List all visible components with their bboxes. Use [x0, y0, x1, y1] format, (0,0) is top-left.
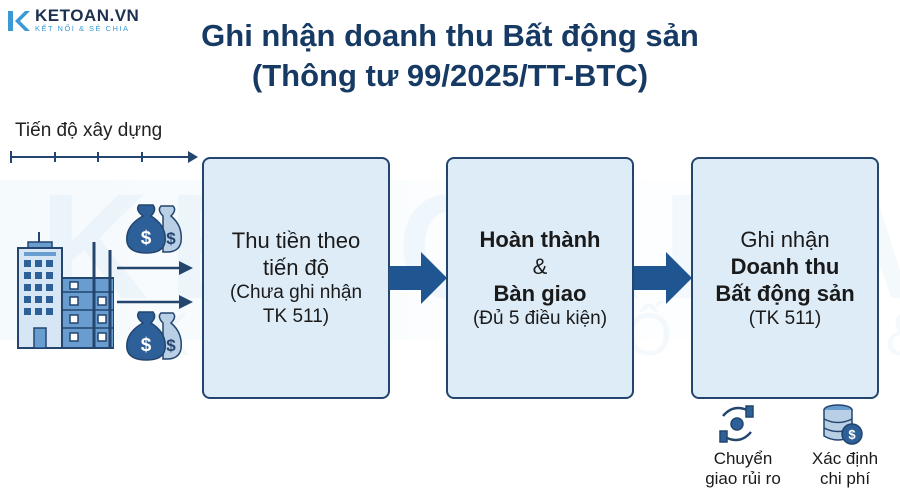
step-2-ampersand: &: [532, 253, 548, 279]
svg-text:$: $: [141, 335, 152, 356]
logo-tagline: KẾT NỐI & SẺ CHIA: [35, 24, 130, 33]
risk-transfer-label: Chuyển giao rủi ro: [698, 449, 788, 489]
database-coin-icon: $: [823, 404, 863, 445]
logo-name: KETOAN.VN: [35, 6, 140, 25]
risk-transfer-label-2: giao rủi ro: [705, 469, 781, 488]
money-bag-icon: $ $: [126, 311, 183, 361]
money-bag-icon: $ $: [126, 204, 183, 254]
title-line-1: Ghi nhận doanh thu Bất động sản: [201, 18, 699, 53]
svg-text:$: $: [166, 336, 176, 355]
step-box-complete-handover: Hoàn thành & Bàn giao (Đủ 5 điều kiện): [446, 157, 634, 399]
svg-text:$: $: [141, 228, 152, 249]
step-1-line-2: tiến độ: [262, 255, 330, 280]
step-2-title-2: Bàn giao: [493, 280, 587, 306]
arrow-right-icon: [117, 295, 193, 309]
step-2-note: (Đủ 5 điều kiện): [472, 307, 608, 329]
cost-determination-label-1: Xác định: [811, 449, 879, 468]
title-line-2: (Thông tư 99/2025/TT-BTC): [251, 58, 649, 93]
step-1-note-1: (Chưa ghi nhận: [229, 282, 363, 303]
svg-text:$: $: [166, 229, 176, 248]
step-3-line-1: Ghi nhận: [740, 226, 830, 252]
step-3-title-2: Bất động sản: [715, 280, 855, 306]
step-box-recognize-revenue: Ghi nhận Doanh thu Bất động sản (TK 511): [691, 157, 879, 399]
cost-determination-label-2: chi phí: [819, 469, 871, 488]
timeline-label: Tiến độ xây dựng: [15, 120, 163, 141]
step-2-title: Hoàn thành: [479, 226, 601, 252]
risk-transfer-label-1: Chuyển: [713, 449, 773, 468]
flow-arrow-icon: [634, 252, 692, 304]
logo-k-icon: [8, 10, 30, 31]
step-1-note-2: TK 511): [262, 306, 330, 327]
timeline-arrow-icon: [10, 151, 198, 163]
step-1-line-1: Thu tiền theo: [231, 228, 361, 253]
svg-text:$: $: [848, 427, 856, 442]
hand-coin-icon: [719, 405, 754, 443]
arrow-right-icon: [117, 261, 193, 275]
flow-arrow-icon: [389, 252, 447, 304]
cost-determination-label: Xác định chi phí: [803, 449, 887, 489]
step-3-note: (TK 511): [748, 307, 822, 329]
logo[interactable]: KETOAN.VN KẾT NỐI & SẺ CHIA: [8, 7, 139, 34]
building-icon: [17, 232, 114, 349]
step-3-title: Doanh thu: [730, 253, 840, 279]
page-title: Ghi nhận doanh thu Bất động sản (Thông t…: [0, 16, 900, 96]
step-box-collect-payment: Thu tiền theo tiến độ (Chưa ghi nhận TK …: [202, 157, 390, 399]
